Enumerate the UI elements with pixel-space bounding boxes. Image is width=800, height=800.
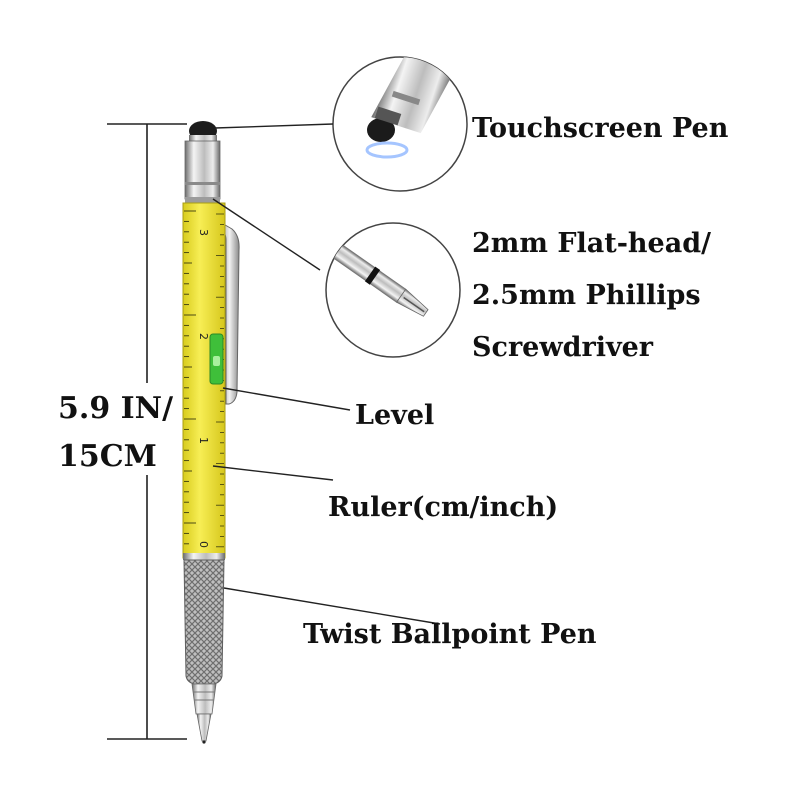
pen: 3 2 1 0 <box>182 121 240 744</box>
leader-ruler <box>212 465 334 481</box>
label-screwdriver: 2mm Flat-head/ 2.5mm Phillips Screwdrive… <box>472 218 711 374</box>
label-ruler: Ruler(cm/inch) <box>328 492 559 523</box>
leader-lines <box>212 123 441 625</box>
leader-screwdriver <box>212 198 321 271</box>
ruler-number-2: 2 <box>197 333 210 340</box>
ruler-number-3: 3 <box>197 229 210 236</box>
label-screwdriver-line-2: 2.5mm Phillips <box>472 280 701 311</box>
dimension-bracket <box>107 123 187 740</box>
ballpoint-tip <box>196 713 212 742</box>
ruler-number-1: 1 <box>197 437 210 444</box>
label-twist-ballpoint-pen: Twist Ballpoint Pen <box>303 619 597 650</box>
knurled-grip <box>183 559 225 685</box>
stylus-collar <box>189 135 217 143</box>
leader-ballpoint <box>223 587 441 625</box>
leader-level <box>222 387 351 411</box>
label-level: Level <box>355 400 435 431</box>
label-screwdriver-line-1: 2mm Flat-head/ <box>472 228 711 259</box>
touchscreen-inset <box>332 56 468 192</box>
chrome-cap <box>184 140 221 200</box>
ruler-number-0: 0 <box>197 541 210 548</box>
label-touchscreen-pen: Touchscreen Pen <box>472 113 729 144</box>
dimension-line-2: 15CM <box>58 439 157 474</box>
dimension-label: 5.9 IN/ 15CM <box>58 385 173 481</box>
pen-cone <box>191 683 217 715</box>
dimension-line-1: 5.9 IN/ <box>58 391 174 426</box>
label-screwdriver-line-3: Screwdriver <box>472 332 654 363</box>
screwdriver-inset <box>325 222 461 358</box>
leader-touchscreen <box>214 123 334 129</box>
